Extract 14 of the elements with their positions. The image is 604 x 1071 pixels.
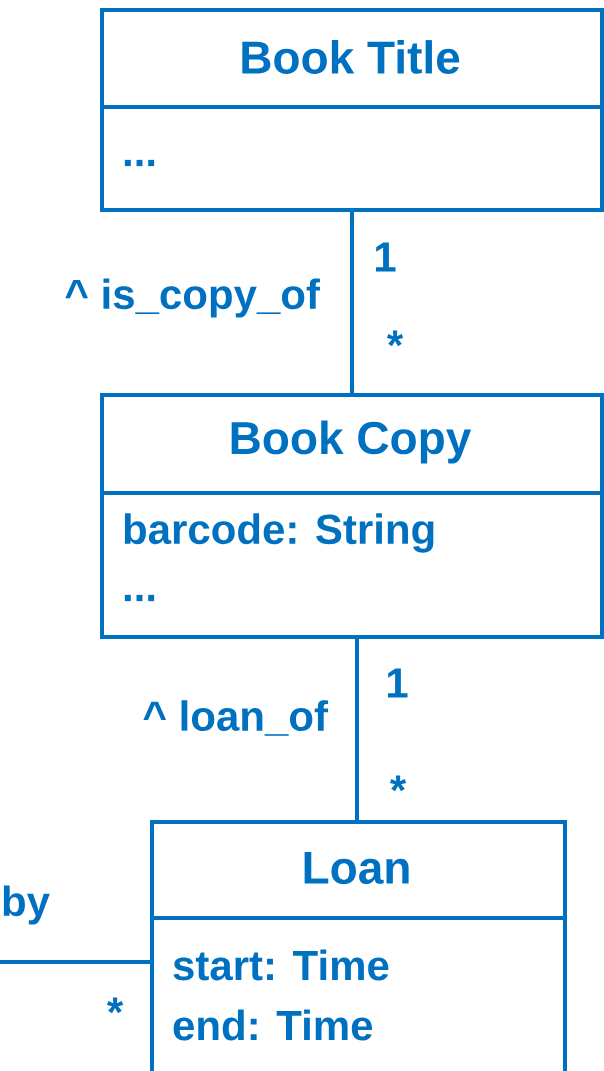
class-box: Book Copy barcode: String ... [100,393,604,639]
association-label: ^ loan_of [143,700,329,736]
class-box: Loan start: Time end: Time [150,820,567,1071]
class-box: Book Title ... [100,8,604,212]
multiplicity: * [106,997,124,1014]
multiplicity: 1 [375,242,396,272]
multiplicity: * [386,330,404,347]
multiplicity: 1 [387,668,408,698]
association-label: ^ is_copy_of [65,278,321,318]
association-line [355,639,359,820]
association-line [0,960,150,964]
association-label: by [3,885,50,925]
association-line [350,212,354,393]
multiplicity: * [389,775,407,792]
